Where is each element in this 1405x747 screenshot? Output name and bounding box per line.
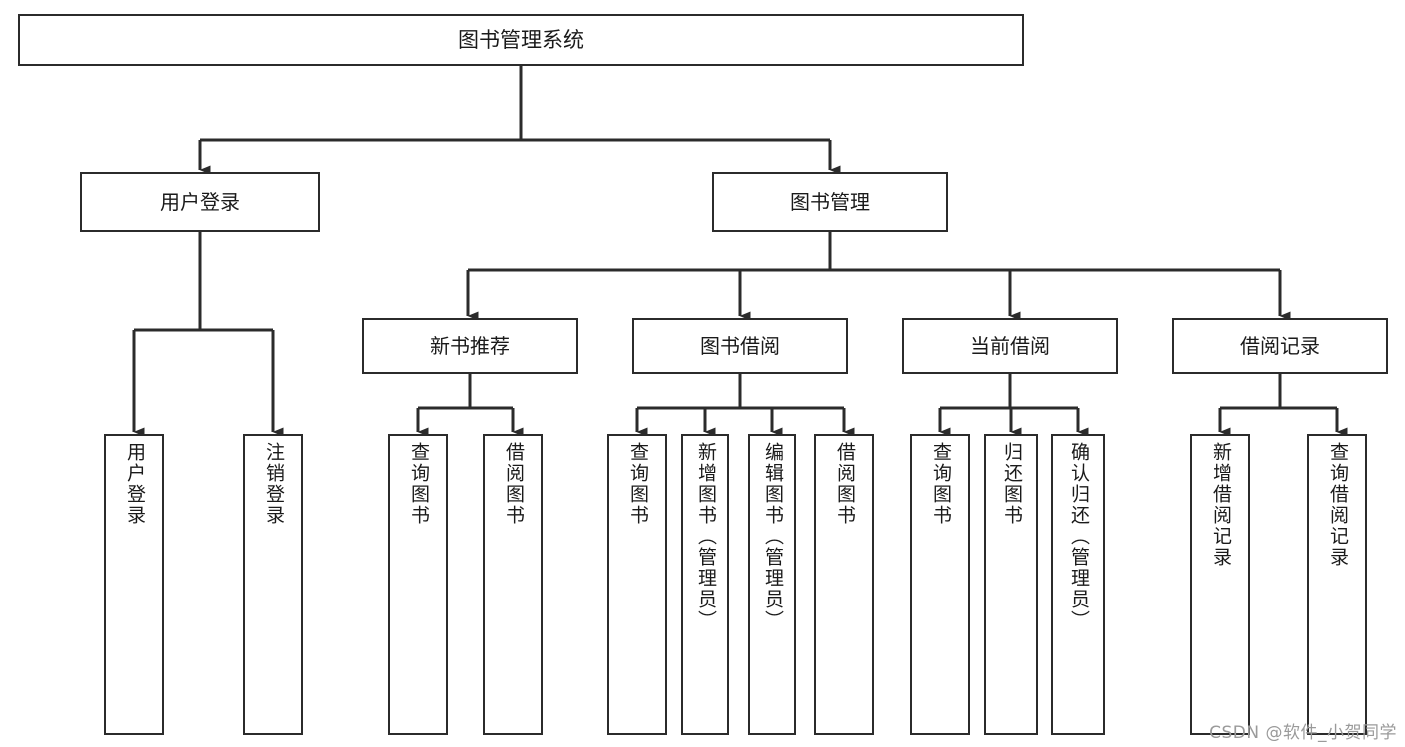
node-label: 查询图书 xyxy=(929,442,952,526)
node-label: 当前借阅 xyxy=(970,333,1050,358)
node-label: 注销登录 xyxy=(262,442,285,526)
node-label: 图书管理系统 xyxy=(458,27,584,52)
node-label: 归还图书 xyxy=(1000,442,1023,526)
node-leaf-查询图书[interactable]: 查询图书 xyxy=(910,434,970,735)
node-leaf-注销登录[interactable]: 注销登录 xyxy=(243,434,303,735)
node-root-system[interactable]: 图书管理系统 xyxy=(18,14,1024,66)
node-leaf-确认归还（管理员）[interactable]: 确认归还（管理员） xyxy=(1051,434,1105,735)
node-leaf-查询借阅记录[interactable]: 查询借阅记录 xyxy=(1307,434,1367,735)
node-label: 图书管理 xyxy=(790,189,870,214)
node-leaf-借阅图书[interactable]: 借阅图书 xyxy=(483,434,543,735)
node-label: 用户登录 xyxy=(123,442,146,526)
node-l2-用户登录[interactable]: 用户登录 xyxy=(80,172,320,232)
node-label: 新增图书（管理员） xyxy=(694,442,717,631)
node-leaf-归还图书[interactable]: 归还图书 xyxy=(984,434,1038,735)
node-label: 查询图书 xyxy=(626,442,649,526)
node-label: 新书推荐 xyxy=(430,333,510,358)
node-l3-当前借阅[interactable]: 当前借阅 xyxy=(902,318,1118,374)
node-label: 图书借阅 xyxy=(700,333,780,358)
node-label: 确认归还（管理员） xyxy=(1067,442,1090,631)
node-leaf-用户登录[interactable]: 用户登录 xyxy=(104,434,164,735)
node-label: 借阅图书 xyxy=(502,442,525,526)
node-label: 借阅图书 xyxy=(833,442,856,526)
node-l3-借阅记录[interactable]: 借阅记录 xyxy=(1172,318,1388,374)
node-label: 借阅记录 xyxy=(1240,333,1320,358)
node-l3-新书推荐[interactable]: 新书推荐 xyxy=(362,318,578,374)
node-label: 编辑图书（管理员） xyxy=(761,442,784,631)
node-label: 用户登录 xyxy=(160,189,240,214)
node-leaf-查询图书[interactable]: 查询图书 xyxy=(607,434,667,735)
node-leaf-查询图书[interactable]: 查询图书 xyxy=(388,434,448,735)
watermark-text: CSDN @软件_小贺同学 xyxy=(1209,723,1397,743)
node-label: 新增借阅记录 xyxy=(1209,442,1232,568)
node-leaf-新增图书（管理员）[interactable]: 新增图书（管理员） xyxy=(681,434,729,735)
node-l3-图书借阅[interactable]: 图书借阅 xyxy=(632,318,848,374)
node-label: 查询借阅记录 xyxy=(1326,442,1349,568)
node-leaf-借阅图书[interactable]: 借阅图书 xyxy=(814,434,874,735)
node-leaf-编辑图书（管理员）[interactable]: 编辑图书（管理员） xyxy=(748,434,796,735)
node-leaf-新增借阅记录[interactable]: 新增借阅记录 xyxy=(1190,434,1250,735)
node-label: 查询图书 xyxy=(407,442,430,526)
node-l2-图书管理[interactable]: 图书管理 xyxy=(712,172,948,232)
